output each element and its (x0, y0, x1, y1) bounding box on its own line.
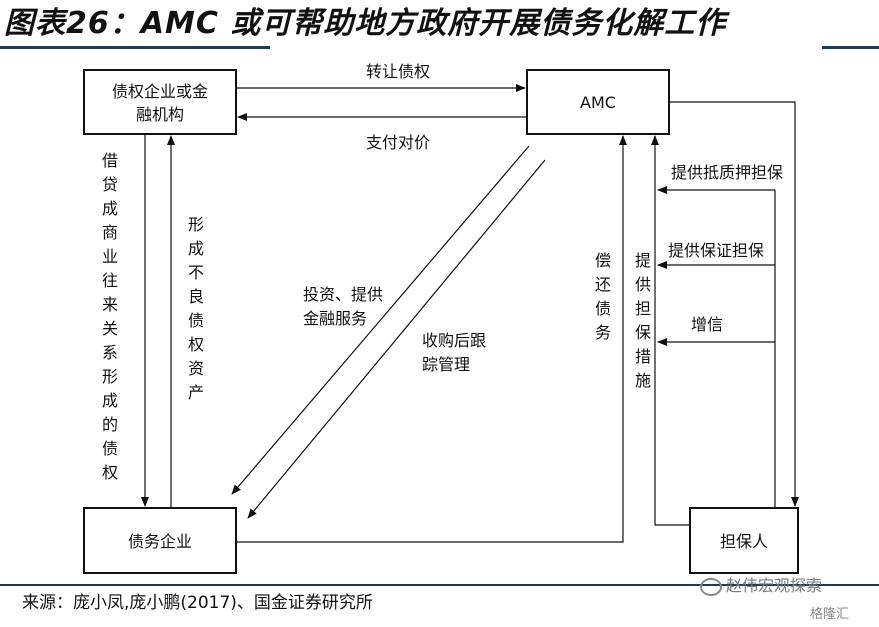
watermark-sub: 格隆汇 (810, 607, 850, 622)
edge-repay (236, 135, 627, 543)
node-creditor-line2: 融机构 (136, 105, 184, 124)
edge-acquire (247, 159, 546, 519)
watermark-text: 赵伟宏观探索 (726, 576, 823, 595)
edge-acquire-line1: 收购后跟 (422, 331, 486, 350)
source-note: 来源：庞小凤,庞小鹏(2017)、国金证券研究所 (22, 593, 373, 613)
wechat-icon (700, 577, 722, 596)
node-debtor-label: 债务企业 (128, 532, 192, 551)
node-amc-label: AMC (580, 93, 616, 112)
edge-invest-line1: 投资、提供 (303, 285, 383, 304)
node-creditor-line1: 债权企业或金 (112, 82, 208, 101)
node-guarantor: 担保人 (689, 507, 799, 574)
edge-acquire-line2: 踪管理 (422, 355, 470, 374)
edge-bad-assets-label: 形成不良债权资产 (188, 215, 204, 402)
title-rule-left (0, 46, 270, 49)
node-amc: AMC (526, 69, 670, 135)
edge-credit-label: 增信 (691, 315, 723, 334)
page-title: 图表26：AMC 或可帮助地方政府开展债务化解工作 (4, 6, 727, 41)
edge-invest-line2: 金融服务 (303, 309, 367, 328)
watermark: 赵伟宏观探索 (700, 572, 822, 596)
edge-collateral-label: 提供抵质押担保 (671, 163, 783, 182)
source-rule (0, 584, 879, 586)
node-debtor: 债务企业 (83, 507, 237, 574)
edge-guarantee-measures-label: 提供担保措施 (635, 251, 651, 390)
edge-pay-label: 支付对价 (366, 133, 430, 152)
node-creditor: 债权企业或金 融机构 (83, 69, 237, 135)
edge-invest (231, 145, 530, 495)
edge-transfer-label: 转让债权 (366, 62, 430, 81)
edge-borrow-label: 借贷成商业往来关系形成的债权 (102, 151, 118, 482)
node-guarantor-label: 担保人 (720, 532, 768, 551)
title-rule-right (822, 46, 879, 49)
edge-amc-to-guarantor (669, 101, 799, 507)
edge-repay-label: 偿还债务 (595, 251, 611, 342)
edge-guarantee-label: 提供保证担保 (668, 241, 764, 260)
edge-guarantee-measures (651, 135, 690, 526)
